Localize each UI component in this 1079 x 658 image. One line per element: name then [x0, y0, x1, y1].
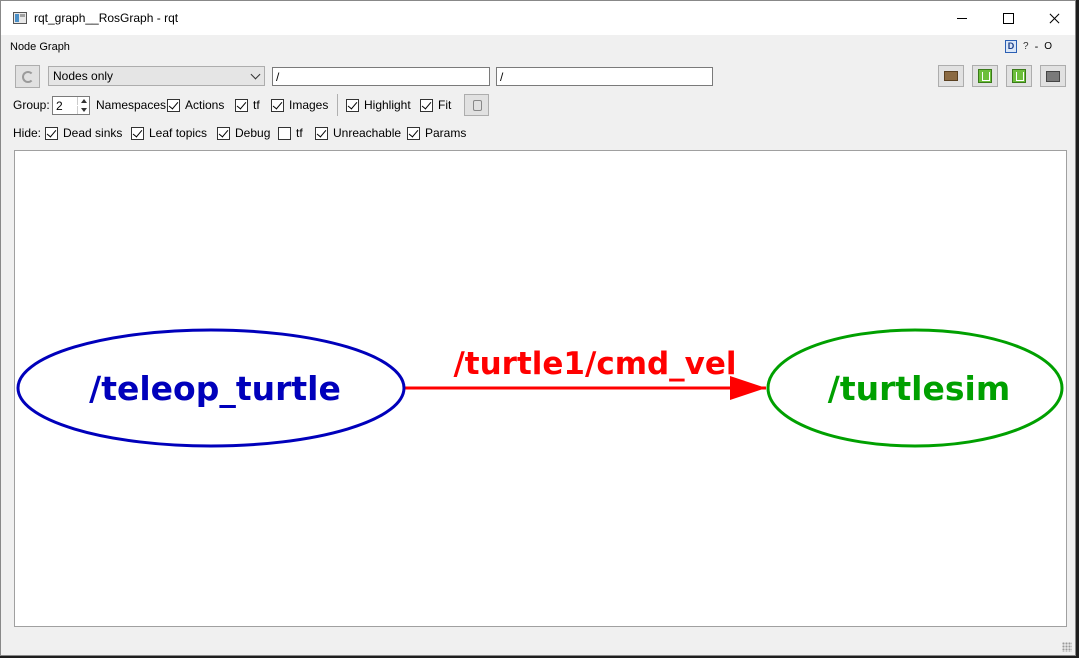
- dock-help-icon[interactable]: D: [1005, 40, 1017, 53]
- save-image-button[interactable]: [1040, 65, 1066, 87]
- params-label: Params: [425, 126, 467, 140]
- params-checkbox[interactable]: [407, 127, 420, 140]
- maximize-button[interactable]: [985, 1, 1031, 35]
- group-value: 2: [56, 99, 63, 113]
- debug-label: Debug: [235, 126, 271, 140]
- fit-checkbox[interactable]: [420, 99, 433, 112]
- node-ellipse-sim[interactable]: [766, 328, 1064, 448]
- edge-label: /turtle1/cmd_vel: [453, 346, 736, 382]
- graph-svg: /turtle1/cmd_vel/teleop_turtle/turtlesim: [16, 328, 1064, 448]
- actions-checkbox[interactable]: [167, 99, 180, 112]
- load-dot-button[interactable]: [938, 65, 964, 87]
- view-mode-select[interactable]: Nodes only: [48, 66, 265, 86]
- spin-down-icon[interactable]: [77, 106, 89, 114]
- dock-close-button[interactable]: O: [1044, 41, 1053, 52]
- spin-up-icon[interactable]: [77, 97, 89, 105]
- debug-checkbox[interactable]: [217, 127, 230, 140]
- resize-grip[interactable]: [1062, 642, 1072, 652]
- app-icon: [13, 12, 27, 24]
- save-icon: [1012, 69, 1026, 83]
- screenshot-icon: [1046, 70, 1060, 82]
- window-title: rqt_graph__RosGraph - rqt: [34, 11, 179, 25]
- refresh-icon: [21, 70, 34, 83]
- hide-tf-label: tf: [296, 126, 303, 140]
- topic-filter-input[interactable]: [496, 67, 713, 86]
- images-checkbox[interactable]: [271, 99, 284, 112]
- minimize-button[interactable]: [939, 1, 985, 35]
- dock-minimize-button[interactable]: -: [1034, 40, 1039, 53]
- title-bar: rqt_graph__RosGraph - rqt: [1, 1, 1075, 35]
- tf-label: tf: [253, 98, 260, 112]
- group-label: Group:: [13, 98, 50, 112]
- save-dot-button[interactable]: [972, 65, 998, 87]
- group-spinbox[interactable]: 2: [52, 96, 90, 115]
- divider: [337, 94, 338, 116]
- dead-sinks-label: Dead sinks: [63, 126, 123, 140]
- highlight-label: Highlight: [364, 98, 411, 112]
- edge-arrowhead: [730, 376, 766, 400]
- images-label: Images: [289, 98, 329, 112]
- save-svg-button[interactable]: [1006, 65, 1032, 87]
- close-button[interactable]: [1031, 1, 1077, 35]
- node-ellipse-teleop[interactable]: [16, 328, 406, 448]
- options-row: Group: 2 Namespaces Actions tf Images Hi…: [13, 94, 613, 116]
- view-mode-value: Nodes only: [53, 69, 114, 83]
- hide-tf-checkbox[interactable]: [278, 127, 291, 140]
- hide-row: Hide: Dead sinks Leaf topics Debug tf Un…: [13, 125, 613, 143]
- save-icon: [978, 69, 992, 83]
- highlight-checkbox[interactable]: [346, 99, 359, 112]
- folder-icon: [944, 71, 958, 81]
- fit-in-view-button[interactable]: [464, 94, 489, 116]
- dead-sinks-checkbox[interactable]: [45, 127, 58, 140]
- unreachable-checkbox[interactable]: [315, 127, 328, 140]
- namespace-filter-input[interactable]: [272, 67, 490, 86]
- unreachable-label: Unreachable: [333, 126, 402, 140]
- namespaces-label: Namespaces: [96, 98, 167, 112]
- dock-buttons: D ? - O: [1005, 40, 1052, 53]
- node-label-sim: /turtlesim: [828, 369, 1010, 408]
- refresh-button[interactable]: [15, 65, 40, 88]
- fit-label: Fit: [438, 98, 452, 112]
- tf-checkbox[interactable]: [235, 99, 248, 112]
- leaf-topics-checkbox[interactable]: [131, 127, 144, 140]
- graph-canvas[interactable]: /turtle1/cmd_vel/teleop_turtle/turtlesim: [14, 150, 1067, 627]
- node-label-teleop: /teleop_turtle: [89, 369, 341, 408]
- leaf-topics-label: Leaf topics: [149, 126, 208, 140]
- dock-title: Node Graph: [10, 41, 70, 53]
- actions-label: Actions: [185, 98, 225, 112]
- dock-help-question[interactable]: ?: [1023, 41, 1029, 52]
- hide-label: Hide:: [13, 126, 42, 140]
- chevron-down-icon: [250, 69, 261, 80]
